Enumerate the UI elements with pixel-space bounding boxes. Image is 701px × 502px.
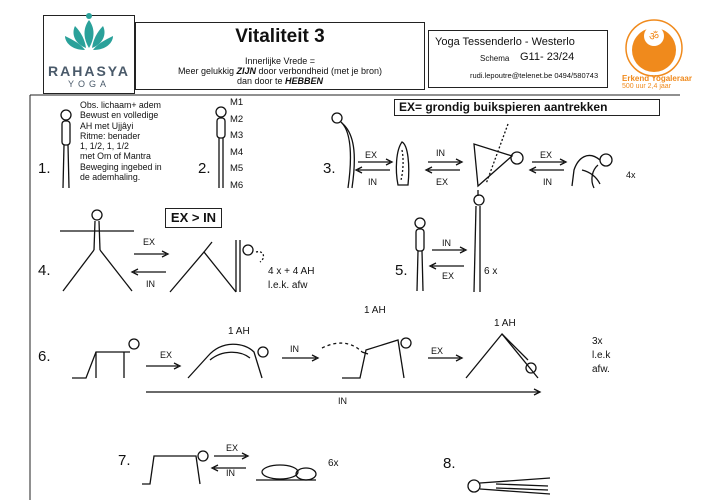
s3-arrow1-top: EX xyxy=(365,150,378,160)
step-3-number: 3. xyxy=(323,160,336,177)
schema-label: Schema xyxy=(480,54,510,63)
contact-info: rudi.lepoutre@telenet.be 0494/580743 xyxy=(470,71,599,80)
s5-reps: 6 x xyxy=(484,266,498,277)
step-4-number: 4. xyxy=(38,262,51,279)
s6-reps-line1: 3x xyxy=(592,336,603,347)
step-7-number: 7. xyxy=(118,452,131,469)
s3-reps: 4x xyxy=(626,170,636,180)
logo-tagline: YOGA xyxy=(67,79,110,89)
s6-arrow1: EX xyxy=(160,350,173,360)
s7-arrow-top: EX xyxy=(226,443,239,453)
location: Yoga Tessenderlo - Westerlo xyxy=(435,36,575,48)
s6-reps-line2: l.e.k xyxy=(592,350,611,361)
s6-bottom-label: IN xyxy=(338,396,347,406)
badge-line2: 500 uur 2,4 jaar xyxy=(622,83,672,90)
badge-line1: Erkend Yogaleraar xyxy=(622,74,692,83)
s6-arrow3: EX xyxy=(431,346,444,356)
step-8-number: 8. xyxy=(443,455,456,472)
s4-reps-line2: l.e.k. afw xyxy=(268,280,308,291)
s3-arrow1-bottom: IN xyxy=(368,177,377,187)
s4-arrow-top: EX xyxy=(143,237,156,247)
subtitle-line1: Innerlijke Vrede = xyxy=(245,56,315,66)
s6-arrow2: IN xyxy=(290,344,299,354)
schema-value: G11- 23/24 xyxy=(520,51,575,63)
s6-ah-3: 1 AH xyxy=(494,318,516,329)
step-4-banner: EX > IN xyxy=(165,208,222,228)
title-frame xyxy=(135,22,425,90)
s3-arrow2-top: IN xyxy=(436,148,445,158)
s4-reps-line1: 4 x + 4 AH xyxy=(268,266,315,277)
s3-arrow3-bottom: IN xyxy=(543,177,552,187)
s5-arrow-bottom: EX xyxy=(442,271,455,281)
step-5-number: 5. xyxy=(395,262,408,279)
step-2-number: 2. xyxy=(198,160,211,177)
s6-ah-2: 1 AH xyxy=(364,305,386,316)
s7-reps: 6x xyxy=(328,458,339,469)
logo-name: RAHASYA xyxy=(48,63,130,79)
s6-reps-line3: afw. xyxy=(592,364,610,375)
page-title: Vitaliteit 3 xyxy=(235,26,325,47)
svg-text:ॐ: ॐ xyxy=(649,30,659,43)
s6-ah-1: 1 AH xyxy=(228,326,250,337)
s4-arrow-bottom: IN xyxy=(146,279,155,289)
step-3-banner: EX= grondig buikspieren aantrekken xyxy=(394,99,660,116)
info-frame xyxy=(428,30,608,88)
s3-arrow2-bottom: EX xyxy=(436,177,449,187)
step-1-number: 1. xyxy=(38,160,51,177)
subtitle-line3: dan door te HEBBEN xyxy=(236,76,324,86)
subtitle-line2: Meer gelukkig ZIJN door verbondheid (met… xyxy=(177,66,383,76)
s5-arrow-top: IN xyxy=(442,238,451,248)
s3-arrow3-top: EX xyxy=(540,150,553,160)
step-6-number: 6. xyxy=(38,348,51,365)
s7-arrow-bottom: IN xyxy=(226,468,235,478)
